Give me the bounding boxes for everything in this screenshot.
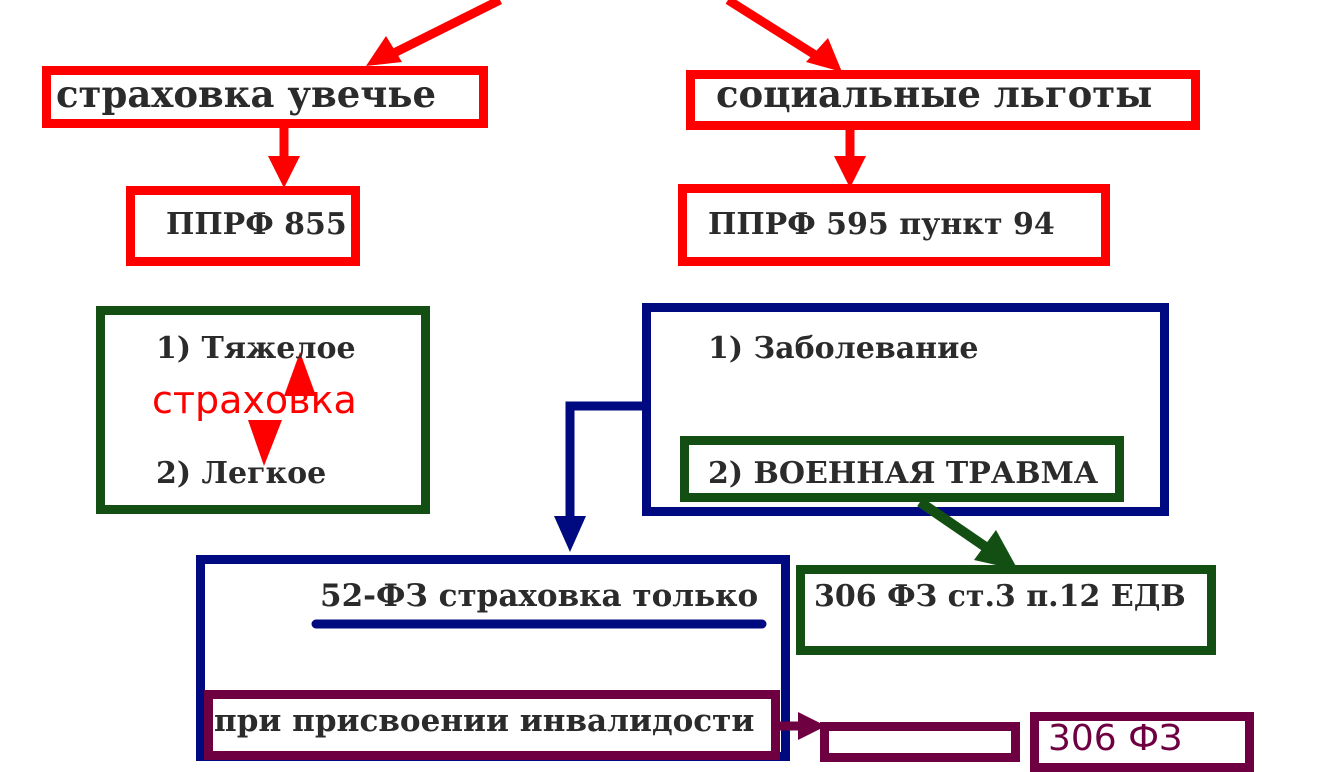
arrow-head-insurance <box>366 36 402 66</box>
arrow-head-fz52 <box>554 516 586 552</box>
arrow-up-severe <box>284 352 316 396</box>
insurance-injury-label: страховка увечье <box>56 72 436 116</box>
severity-box <box>96 306 430 514</box>
insurance-injury-box <box>42 66 488 128</box>
severe-label: 1) Тяжелое <box>156 331 356 366</box>
arrow-to-social <box>725 0 823 62</box>
insurance-handwritten-label: страховка <box>152 378 357 422</box>
social-benefits-label: социальные льготы <box>716 72 1153 116</box>
military-trauma-label: 2) ВОЕННАЯ ТРАВМА <box>708 456 1099 491</box>
fz52-label: 52-ФЗ страховка только <box>320 578 759 614</box>
arrow-to-insurance <box>381 0 503 63</box>
arrow-head-pprf855 <box>268 156 300 188</box>
pprf-595-box <box>678 184 1110 266</box>
arrow-down-light <box>248 420 282 466</box>
connectors <box>248 0 1018 740</box>
disability-label: при присвоении инвалидости <box>214 703 755 739</box>
arrow-head-edv <box>974 530 1018 570</box>
arrow-head-disability <box>798 712 826 740</box>
arrow-head-pprf595 <box>834 156 866 188</box>
arrow-head-social <box>806 38 842 72</box>
fz306-edv-label: 306 ФЗ ст.3 п.12 ЕДВ <box>814 579 1186 614</box>
fz306-edv-box <box>796 565 1216 655</box>
military-trauma-box <box>680 436 1124 502</box>
social-benefits-box <box>686 70 1200 130</box>
fz306-partial-label: 306 ФЗ <box>1048 718 1183 759</box>
pprf-595-label: ППРФ 595 пункт 94 <box>708 207 1055 242</box>
arrow-trauma-to-edv <box>917 497 993 555</box>
cause-box <box>642 303 1169 516</box>
pprf-855-box <box>126 186 360 266</box>
arrow-cause-to-fz52 <box>565 401 642 520</box>
pprf-855-label: ППРФ 855 <box>166 207 347 242</box>
light-label: 2) Легкое <box>156 456 327 491</box>
illness-label: 1) Заболевание <box>708 331 979 366</box>
